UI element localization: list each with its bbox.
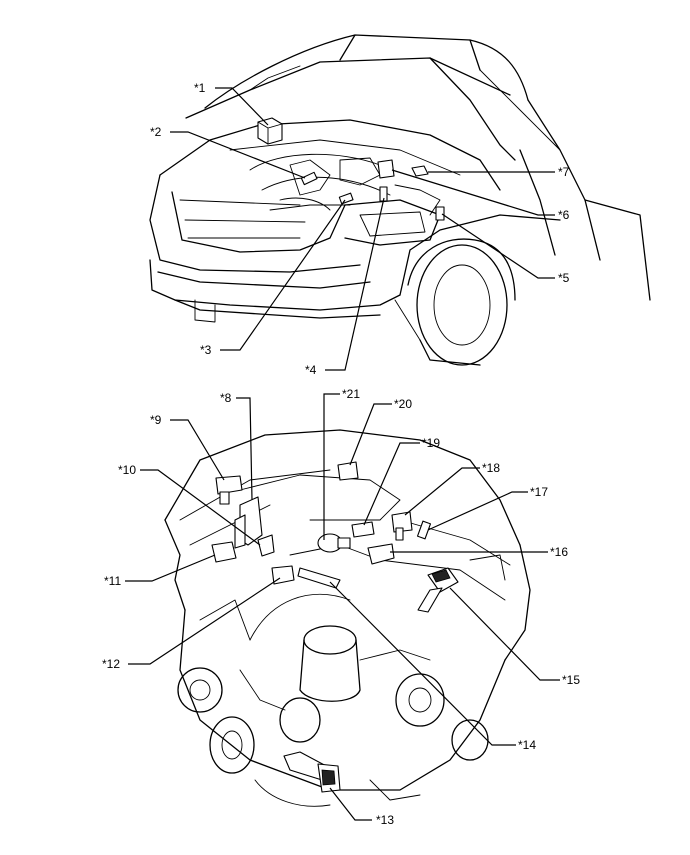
callout-8: *8	[220, 391, 232, 405]
callout-17: *17	[530, 485, 548, 499]
leader-6	[391, 169, 555, 216]
callout-18: *18	[482, 461, 500, 475]
leader-11	[125, 554, 216, 582]
callout-20: *20	[394, 397, 412, 411]
leader-19	[363, 442, 420, 526]
leader-14	[329, 581, 516, 746]
callout-16: *16	[550, 545, 568, 559]
callout-6: *6	[558, 208, 570, 222]
vehicle-illustration	[149, 34, 651, 366]
callout-7: *7	[558, 165, 570, 179]
leader-17	[427, 491, 528, 531]
leader-18	[404, 467, 480, 516]
leader-3	[220, 199, 346, 351]
callout-1: *1	[194, 81, 206, 95]
leader-9	[170, 419, 225, 481]
callout-5: *5	[558, 271, 570, 285]
engine-illustration	[164, 429, 531, 807]
callout-labels: *1 *2 *3 *4 *5 *6 *7 *8 *9 *10 *11 *12 *…	[102, 81, 580, 827]
leader-5	[441, 213, 555, 279]
leader-2	[170, 131, 306, 179]
callout-11: *11	[104, 574, 121, 588]
callout-2: *2	[150, 125, 162, 139]
callout-10: *10	[118, 463, 136, 477]
leader-lines	[125, 87, 560, 821]
leader-12	[128, 577, 281, 665]
callout-21: *21	[342, 387, 360, 401]
leader-10	[140, 469, 261, 546]
leader-21	[323, 393, 340, 540]
callout-19: *19	[422, 436, 440, 450]
callout-12: *12	[102, 657, 120, 671]
callout-14: *14	[518, 738, 536, 752]
leader-1	[215, 87, 269, 126]
callout-15: *15	[562, 673, 580, 687]
callout-3: *3	[200, 343, 212, 357]
leader-13	[329, 787, 372, 821]
leader-8	[236, 397, 253, 501]
leader-4	[325, 197, 385, 371]
leader-15	[449, 587, 560, 681]
callout-13: *13	[376, 813, 394, 827]
leader-20	[349, 403, 392, 466]
callout-9: *9	[150, 413, 162, 427]
callout-4: *4	[305, 363, 317, 377]
